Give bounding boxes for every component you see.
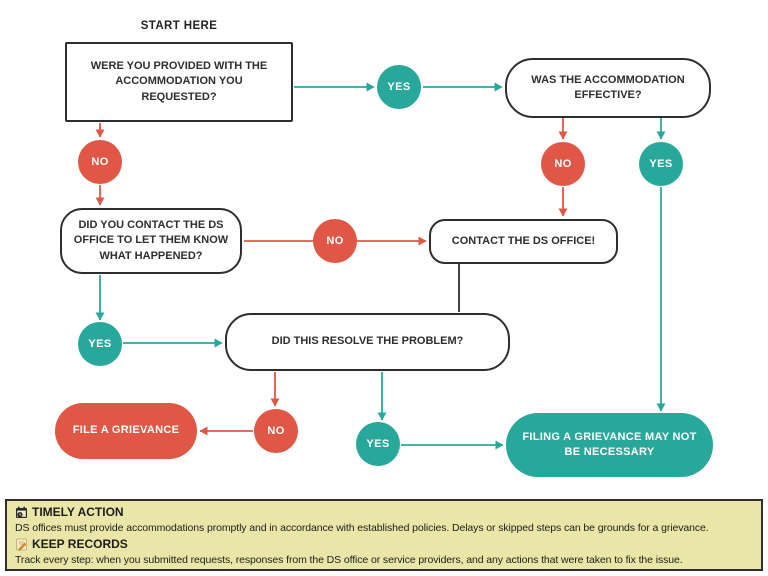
node-question-resolved: DID THIS RESOLVE THE PROBLEM? — [225, 313, 510, 371]
timely-action-heading: TIMELY ACTION — [15, 504, 753, 520]
memo-pencil-icon — [15, 538, 28, 551]
node-question-provided: WERE YOU PROVIDED WITH THE ACCOMMODATION… — [65, 42, 293, 122]
node-question-contacted-label: DID YOU CONTACT THE DS OFFICE TO LET THE… — [73, 218, 229, 262]
no-badge-resolved-label: NO — [267, 425, 285, 437]
node-question-provided-label: WERE YOU PROVIDED WITH THE ACCOMMODATION… — [90, 59, 268, 103]
node-contact-office: CONTACT THE DS OFFICE! — [429, 219, 618, 264]
no-badge-contacted-label: NO — [326, 235, 344, 247]
yes-badge-effective: YES — [639, 142, 683, 186]
no-badge-provided: NO — [78, 140, 122, 184]
node-question-contacted: DID YOU CONTACT THE DS OFFICE TO LET THE… — [60, 208, 242, 274]
node-file-grievance-label: FILE A GRIEVANCE — [72, 424, 180, 437]
node-question-resolved-label: DID THIS RESOLVE THE PROBLEM? — [271, 335, 464, 348]
timely-action-title: TIMELY ACTION — [32, 505, 124, 519]
yes-badge-contacted: YES — [78, 322, 122, 366]
no-badge-effective-label: NO — [554, 158, 572, 170]
node-grievance-not-necessary: FILING A GRIEVANCE MAY NOT BE NECESSARY — [506, 413, 713, 477]
no-badge-contacted: NO — [313, 219, 357, 263]
node-grievance-not-necessary-label: FILING A GRIEVANCE MAY NOT BE NECESSARY — [522, 430, 697, 458]
yes-badge-provided: YES — [377, 65, 421, 109]
keep-records-text: Track every step: when you submitted req… — [15, 554, 683, 566]
no-badge-effective: NO — [541, 142, 585, 186]
yes-badge-provided-label: YES — [387, 81, 411, 93]
no-badge-resolved: NO — [254, 409, 298, 453]
keep-records-title: KEEP RECORDS — [32, 537, 128, 551]
timely-action-text: DS offices must provide accommodations p… — [15, 522, 709, 534]
node-contact-office-label: CONTACT THE DS OFFICE! — [451, 234, 596, 247]
start-here-label: START HERE — [140, 20, 218, 32]
yes-badge-resolved-label: YES — [366, 438, 390, 450]
info-panel: TIMELY ACTION DS offices must provide ac… — [5, 499, 763, 571]
yes-badge-resolved: YES — [356, 422, 400, 466]
yes-badge-effective-label: YES — [649, 158, 673, 170]
yes-badge-contacted-label: YES — [88, 338, 112, 350]
calendar-clock-icon — [15, 506, 28, 519]
keep-records-heading: KEEP RECORDS — [15, 536, 753, 552]
no-badge-provided-label: NO — [91, 156, 109, 168]
node-question-effective: WAS THE ACCOMMODATION EFFECTIVE? — [505, 58, 711, 118]
node-file-grievance: FILE A GRIEVANCE — [55, 403, 197, 459]
node-question-effective-label: WAS THE ACCOMMODATION EFFECTIVE? — [531, 73, 685, 101]
